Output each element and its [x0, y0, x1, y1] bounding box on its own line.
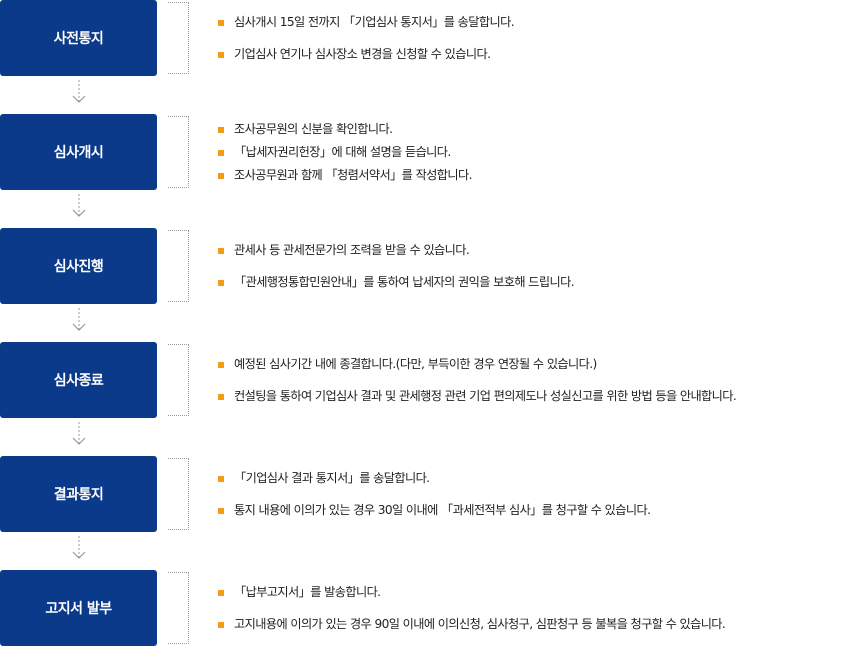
- bracket-connector: [168, 572, 189, 644]
- step-item-text: 「납세자권리헌장」에 대해 설명을 듣습니다.: [234, 144, 451, 159]
- bullet-icon: [218, 126, 224, 133]
- step-item: 「납세자권리헌장」에 대해 설명을 듣습니다.: [218, 143, 848, 162]
- step-item: 컨설팅을 통하여 기업심사 결과 및 관세행정 관련 기업 편의제도나 성실신고…: [218, 387, 848, 406]
- step-item-text: 예정된 심사기간 내에 종결합니다.(다만, 부득이한 경우 연장될 수 있습니…: [234, 356, 597, 371]
- step-item: 심사개시 15일 전까지 「기업심사 통지서」를 송달합니다.: [218, 13, 848, 32]
- down-arrow-icon: [72, 308, 86, 331]
- step-items: 관세사 등 관세전문가의 조력을 받을 수 있습니다. 「관세행정통합민원안내」…: [218, 228, 848, 304]
- step-box: 사전통지: [0, 0, 157, 76]
- step-item: 조사공무원과 함께 「청렴서약서」를 작성합니다.: [218, 166, 848, 185]
- step-item-text: 관세사 등 관세전문가의 조력을 받을 수 있습니다.: [234, 242, 470, 257]
- step-items: 「납부고지서」를 발송합니다. 고지내용에 이의가 있는 경우 90일 이내에 …: [218, 570, 848, 646]
- step-item: 예정된 심사기간 내에 종결합니다.(다만, 부득이한 경우 연장될 수 있습니…: [218, 355, 848, 374]
- step-box: 고지서 발부: [0, 570, 157, 646]
- stage-audit-start: 심사개시 조사공무원의 신분을 확인합니다. 「납세자권리헌장」에 대해 설명을…: [0, 114, 848, 190]
- bracket-connector: [168, 458, 189, 530]
- down-arrow-icon: [72, 80, 86, 103]
- down-arrow-icon: [72, 194, 86, 217]
- step-box: 심사종료: [0, 342, 157, 418]
- step-items: 조사공무원의 신분을 확인합니다. 「납세자권리헌장」에 대해 설명을 듣습니다…: [218, 114, 848, 190]
- bracket-connector: [168, 344, 189, 416]
- bullet-icon: [218, 621, 224, 628]
- bullet-icon: [218, 172, 224, 179]
- bracket-connector: [168, 2, 189, 74]
- bullet-icon: [218, 247, 224, 254]
- bullet-icon: [218, 51, 224, 58]
- stage-audit-end: 심사종료 예정된 심사기간 내에 종결합니다.(다만, 부득이한 경우 연장될 …: [0, 342, 848, 418]
- step-item: 기업심사 연기나 심사장소 변경을 신청할 수 있습니다.: [218, 45, 848, 64]
- step-item-text: 통지 내용에 이의가 있는 경우 30일 이내에 「과세전적부 심사」를 청구할…: [234, 502, 651, 517]
- step-item: 통지 내용에 이의가 있는 경우 30일 이내에 「과세전적부 심사」를 청구할…: [218, 501, 848, 520]
- step-item-text: 기업심사 연기나 심사장소 변경을 신청할 수 있습니다.: [234, 46, 491, 61]
- stage-result-notice: 결과통지 「기업심사 결과 통지서」를 송달합니다. 통지 내용에 이의가 있는…: [0, 456, 848, 532]
- step-item-text: 컨설팅을 통하여 기업심사 결과 및 관세행정 관련 기업 편의제도나 성실신고…: [234, 388, 737, 403]
- step-item-text: 「납부고지서」를 발송합니다.: [234, 584, 381, 599]
- step-item-text: 고지내용에 이의가 있는 경우 90일 이내에 이의신청, 심사청구, 심판청구…: [234, 616, 726, 631]
- bullet-icon: [218, 149, 224, 156]
- down-arrow-icon: [72, 422, 86, 445]
- step-item: 고지내용에 이의가 있는 경우 90일 이내에 이의신청, 심사청구, 심판청구…: [218, 615, 848, 634]
- bullet-icon: [218, 589, 224, 596]
- step-item: 「관세행정통합민원안내」를 통하여 납세자의 권익을 보호해 드립니다.: [218, 273, 848, 292]
- stage-bill-issuance: 고지서 발부 「납부고지서」를 발송합니다. 고지내용에 이의가 있는 경우 9…: [0, 570, 848, 646]
- step-item: 조사공무원의 신분을 확인합니다.: [218, 120, 848, 139]
- step-item-text: 조사공무원의 신분을 확인합니다.: [234, 121, 393, 136]
- bullet-icon: [218, 507, 224, 514]
- step-item-text: 심사개시 15일 전까지 「기업심사 통지서」를 송달합니다.: [234, 14, 515, 29]
- bullet-icon: [218, 279, 224, 286]
- step-item: 관세사 등 관세전문가의 조력을 받을 수 있습니다.: [218, 241, 848, 260]
- step-box: 심사진행: [0, 228, 157, 304]
- step-items: 「기업심사 결과 통지서」를 송달합니다. 통지 내용에 이의가 있는 경우 3…: [218, 456, 848, 532]
- step-item-text: 조사공무원과 함께 「청렴서약서」를 작성합니다.: [234, 167, 473, 182]
- step-item: 「기업심사 결과 통지서」를 송달합니다.: [218, 469, 848, 488]
- step-item-text: 「관세행정통합민원안내」를 통하여 납세자의 권익을 보호해 드립니다.: [234, 274, 575, 289]
- bullet-icon: [218, 393, 224, 400]
- step-items: 심사개시 15일 전까지 「기업심사 통지서」를 송달합니다. 기업심사 연기나…: [218, 0, 848, 76]
- step-box: 결과통지: [0, 456, 157, 532]
- step-item: 「납부고지서」를 발송합니다.: [218, 583, 848, 602]
- down-arrow-icon: [72, 536, 86, 559]
- step-item-text: 「기업심사 결과 통지서」를 송달합니다.: [234, 470, 430, 485]
- stage-advance-notice: 사전통지 심사개시 15일 전까지 「기업심사 통지서」를 송달합니다. 기업심…: [0, 0, 848, 76]
- bullet-icon: [218, 19, 224, 26]
- step-items: 예정된 심사기간 내에 종결합니다.(다만, 부득이한 경우 연장될 수 있습니…: [218, 342, 848, 418]
- step-box: 심사개시: [0, 114, 157, 190]
- bracket-connector: [168, 116, 189, 188]
- bullet-icon: [218, 361, 224, 368]
- stage-audit-progress: 심사진행 관세사 등 관세전문가의 조력을 받을 수 있습니다. 「관세행정통합…: [0, 228, 848, 304]
- bullet-icon: [218, 475, 224, 482]
- bracket-connector: [168, 230, 189, 302]
